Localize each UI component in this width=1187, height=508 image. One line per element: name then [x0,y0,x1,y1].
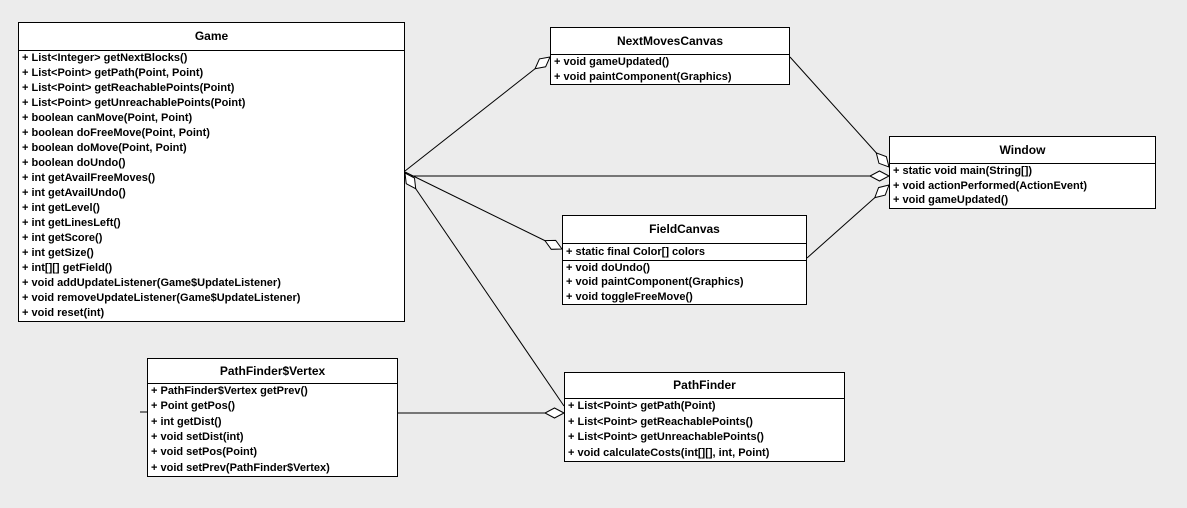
method-row: + void actionPerformed(ActionEvent) [893,179,1088,192]
relationship-line [404,172,565,407]
method-row: + boolean doFreeMove(Point, Point) [22,127,210,139]
aggregation-game-fieldcanvas [404,171,563,250]
class-title: Window [890,137,1155,164]
attributes-compartment: + static final Color[] colors [563,244,806,261]
aggregation-diamond-icon [404,172,417,190]
relationship-line [789,56,890,168]
method-row: + int getDist() [151,415,222,428]
class-title: NextMovesCanvas [551,28,789,55]
methods-compartment: + List<Point> getPath(Point) + List<Point… [565,399,844,461]
method-row: + List<Point> getReachablePoints(Point) [22,82,235,94]
method-row: + List<Point> getUnreachablePoints() [568,431,764,443]
method-row: + int getScore() [22,232,103,244]
method-row: + int getLevel() [22,202,100,214]
method-row: + void doUndo() [566,262,651,274]
class-box-game[interactable]: Game+ List<Integer> getNextBlocks()+ Lis… [18,22,405,322]
method-row: + boolean doMove(Point, Point) [22,142,187,154]
method-row: + Point getPos() [151,400,236,413]
methods-compartment: + PathFinder$Vertex getPrev() + Point get… [148,384,397,476]
methods-compartment: + void gameUpdated() + void paintComponen… [551,55,789,84]
class-title: Game [19,23,404,51]
class-title: PathFinder [565,373,844,399]
method-row: + void paintComponent(Graphics) [566,276,744,289]
class-title: PathFinder$Vertex [148,359,397,384]
method-row: + int getAvailUndo() [22,187,126,199]
methods-compartment: + static void main(String[]) + void actio… [890,164,1155,208]
attribute-row: + static final Color[] colors [566,246,706,258]
methods-compartment: + List<Integer> getNextBlocks() + List<Po… [19,51,404,321]
class-box-pathfinder-vertex[interactable]: PathFinder$Vertex+ PathFinder$Vertex get… [147,358,398,477]
method-row: + boolean canMove(Point, Point) [22,112,193,124]
method-row: + int getLinesLeft() [22,217,121,229]
aggregation-nextmovescanvas-window [789,56,890,168]
method-row: + void toggleFreeMove() [566,290,693,303]
method-row: + void setDist(int) [151,430,244,443]
method-row: + List<Point> getPath(Point, Point) [22,67,204,79]
method-row: + List<Point> getPath(Point) [568,400,716,412]
aggregation-diamond-icon [534,56,551,70]
aggregation-diamond-icon [543,239,563,250]
aggregation-diamond-icon [868,170,891,182]
method-row: + void setPos(Point) [151,446,258,459]
method-row: + List<Point> getUnreachablePoints(Point… [22,97,246,109]
class-box-next-moves-canvas[interactable]: NextMovesCanvas+ void gameUpdated()+ voi… [550,27,790,85]
method-row: + void removeUpdateListener(Game$UpdateL… [22,292,301,304]
method-row: + void setPrev(PathFinder$Vertex) [151,461,330,474]
method-row: + void calculateCosts(int[][], int, Poin… [568,446,770,459]
method-row: + List<Integer> getNextBlocks() [22,52,188,64]
class-title: FieldCanvas [563,216,806,244]
aggregation-fieldcanvas-window [806,184,890,259]
aggregation-game-pathfinder [404,172,565,407]
method-row: + int getAvailFreeMoves() [22,172,156,184]
class-box-field-canvas[interactable]: FieldCanvas + static final Color[] colors… [562,215,807,305]
methods-compartment: + void doUndo() + void paintComponent(Gra… [563,261,806,304]
method-row: + int[][] getField() [22,262,113,274]
method-row: + void paintComponent(Graphics) [554,70,732,83]
aggregation-game-window [405,170,891,182]
method-row: + List<Point> getReachablePoints() [568,415,753,428]
aggregation-diamond-icon [875,152,890,168]
method-row: + void addUpdateListener(Game$UpdateList… [22,277,281,289]
method-row: + void gameUpdated() [893,194,1009,207]
method-row: + int getSize() [22,247,94,259]
aggregation-vertex-pathfinder [398,407,566,419]
method-row: + boolean doUndo() [22,157,126,169]
method-row: + PathFinder$Vertex getPrev() [151,385,308,397]
relationship-line [404,171,563,250]
class-box-window[interactable]: Window+ static void main(String[]) + void… [889,136,1156,209]
class-box-pathfinder[interactable]: PathFinder+ List<Point> getPath(Point)+ … [564,372,845,462]
aggregation-diamond-icon [874,184,890,199]
method-row: + static void main(String[]) [893,165,1033,177]
relationship-line [404,56,551,172]
aggregation-diamond-icon [543,407,566,419]
method-row: + void reset(int) [22,307,105,319]
method-row: + void gameUpdated() [554,56,670,68]
aggregation-game-nextmovescanvas [404,56,551,172]
